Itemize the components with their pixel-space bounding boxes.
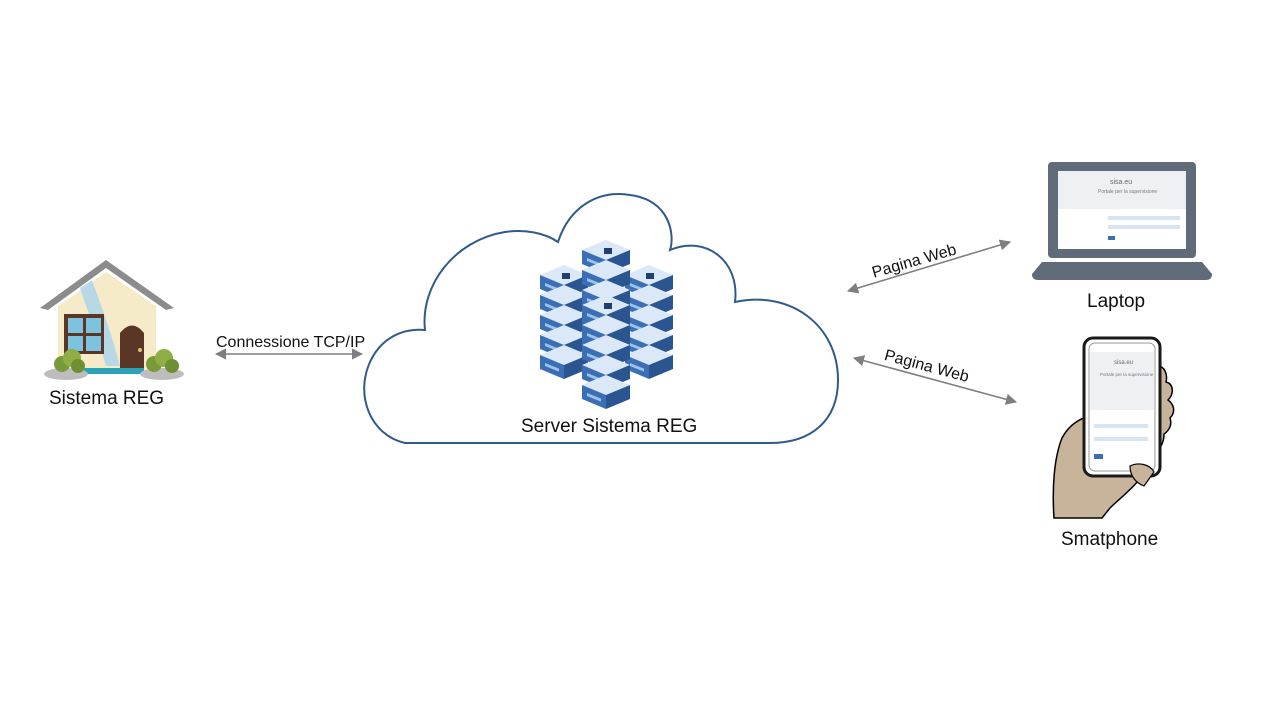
label-house: Sistema REG [49, 388, 165, 409]
label-laptop: Laptop [1087, 291, 1146, 312]
label-tcp-ip: Connessione TCP/IP [216, 334, 366, 351]
laptop-screen-site: sisa.eu [1110, 179, 1133, 186]
server-stack-icon [540, 240, 673, 409]
arrow-server-laptop [846, 239, 1012, 294]
laptop-screen-subtitle: Portale per la supervisione [1098, 189, 1158, 195]
label-server: Server Sistema REG [521, 416, 698, 437]
label-smartphone: Smatphone [1061, 529, 1159, 550]
arrow-server-smartphone [852, 355, 1018, 405]
laptop-icon [1032, 162, 1212, 280]
smartphone-in-hand-icon [1052, 336, 1175, 519]
house-icon [40, 260, 184, 380]
phone-screen-subtitle: Portale per la supervisione [1100, 372, 1154, 377]
server-cap [604, 248, 612, 254]
phone-screen-site: sisa.eu [1114, 360, 1134, 366]
